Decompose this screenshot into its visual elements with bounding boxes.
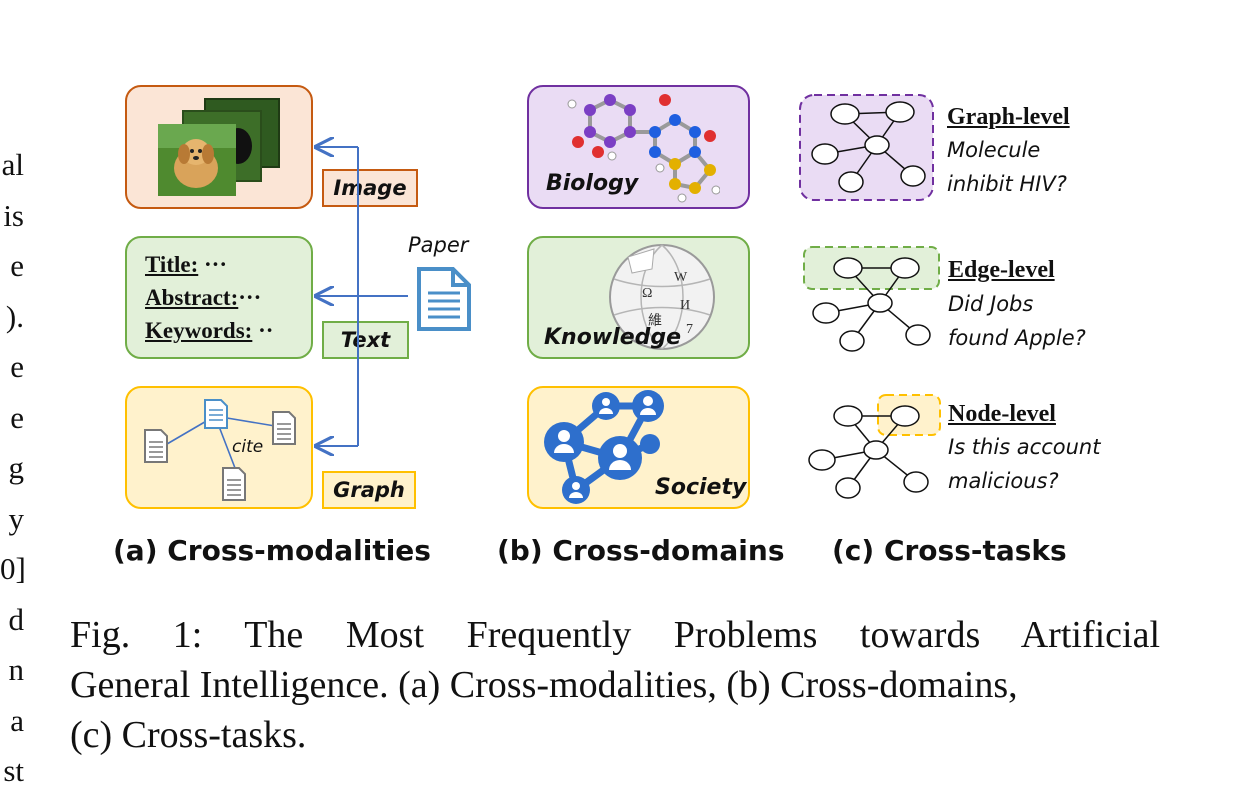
edge-level-question: Did Jobs xyxy=(948,292,1034,316)
caption-line: (c) Cross-tasks. xyxy=(70,714,307,756)
society-label: Society xyxy=(655,475,747,500)
paper-label: Paper xyxy=(408,233,469,257)
node-level-diagram xyxy=(808,394,941,499)
text-panel xyxy=(125,236,313,359)
graph-level-question: inhibit HIV? xyxy=(947,172,1067,196)
figure-caption: Fig. 1: The Most Frequently Problems tow… xyxy=(70,610,1160,760)
left-fragment: 0] xyxy=(0,551,26,586)
svg-text:維: 維 xyxy=(648,313,662,329)
left-fragment: y xyxy=(8,500,25,536)
svg-text:7: 7 xyxy=(686,322,693,337)
left-fragment: e xyxy=(10,248,24,283)
document-icon xyxy=(272,411,296,445)
node-level-title: Node-level xyxy=(948,401,1056,427)
svg-text:И: И xyxy=(680,298,690,313)
dog-photos-icon xyxy=(158,98,280,196)
text-line-title: Title: ··· xyxy=(145,252,227,277)
node-level-question: Is this account xyxy=(948,435,1101,459)
left-fragment: al xyxy=(1,147,24,182)
left-fragment: ). xyxy=(5,298,24,334)
left-fragment: a xyxy=(10,702,24,738)
biology-label: Biology xyxy=(546,171,639,196)
edge-level-diagram xyxy=(803,246,940,352)
graph-label: Graph xyxy=(322,471,416,509)
knowledge-label: Knowledge xyxy=(544,325,682,350)
paper-document-icon xyxy=(417,267,471,331)
cite-label: cite xyxy=(232,437,264,457)
left-fragment: st xyxy=(3,753,24,788)
image-label: Image xyxy=(322,169,418,207)
left-fragment: e xyxy=(10,399,24,435)
subcaption-c: (c) Cross-tasks xyxy=(832,534,1067,567)
social-network-icon xyxy=(544,390,664,504)
wikipedia-globe-icon: W Ω И 維 7 xyxy=(609,244,715,350)
molecule-icon xyxy=(567,94,720,203)
svg-text:W: W xyxy=(674,270,688,285)
left-fragment: g xyxy=(8,450,25,485)
left-column-text: al is e ). e e g y 0] d n a st xyxy=(0,140,26,797)
left-fragment: e xyxy=(10,349,24,384)
document-icon xyxy=(204,399,228,429)
node-level-question: malicious? xyxy=(948,469,1059,493)
subcaption-b: (b) Cross-domains xyxy=(497,534,785,567)
graph-level-question: Molecule xyxy=(947,138,1041,162)
graph-level-title: Graph-level xyxy=(947,104,1070,130)
citation-graph xyxy=(144,399,296,501)
caption-line: General Intelligence. (a) Cross-modaliti… xyxy=(70,664,1018,706)
document-icon xyxy=(222,467,246,501)
caption-line: Fig. 1: The Most Frequently Problems tow… xyxy=(70,614,1160,656)
text-line-abstract: Abstract:··· xyxy=(145,285,262,310)
left-fragment: n xyxy=(8,652,25,687)
svg-text:Ω: Ω xyxy=(642,286,652,301)
modality-arrows xyxy=(300,130,408,460)
subcaption-a: (a) Cross-modalities xyxy=(113,534,431,567)
text-line-keywords: Keywords: ·· xyxy=(145,318,274,343)
edge-level-question: found Apple? xyxy=(948,326,1086,350)
document-icon xyxy=(144,429,168,463)
left-fragment: is xyxy=(3,197,24,233)
edge-level-title: Edge-level xyxy=(948,257,1055,283)
graph-level-diagram xyxy=(799,94,934,201)
left-fragment: d xyxy=(8,601,25,637)
text-label: Text xyxy=(322,321,409,359)
